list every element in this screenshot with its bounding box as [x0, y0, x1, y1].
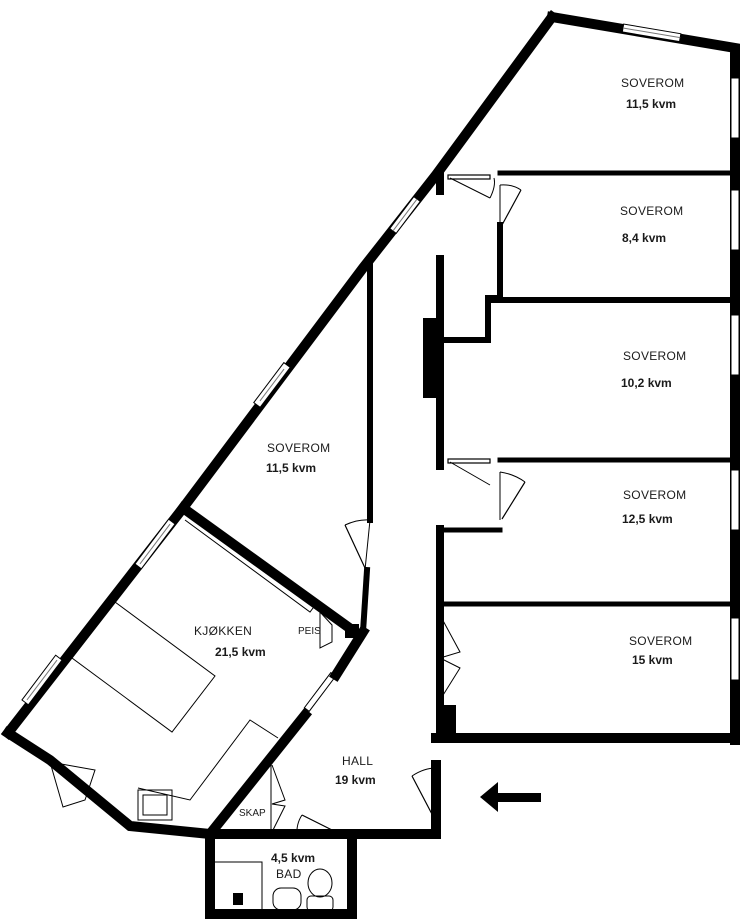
room-name: KJØKKEN	[194, 624, 253, 638]
room-area: 8,4 kvm	[622, 231, 667, 245]
room-area: 15 kvm	[632, 653, 673, 667]
room-name: BAD	[276, 867, 302, 881]
room-name: SOVEROM	[629, 634, 693, 648]
inner-walls	[176, 170, 738, 842]
room-name: HALL	[342, 754, 374, 768]
room-name: SOVEROM	[623, 488, 687, 502]
fixtures	[71, 519, 334, 912]
room-area: 11,5 kvm	[626, 97, 677, 111]
windows	[21, 23, 740, 713]
room-name: SOVEROM	[621, 76, 685, 90]
room-name: SOVEROM	[623, 349, 687, 363]
room-name: SOVEROM	[267, 441, 331, 455]
room-area: 4,5 kvm	[271, 851, 316, 865]
room-area: 11,5 kvm	[266, 461, 317, 475]
skap-label: SKAP	[239, 808, 266, 819]
room-area: 12,5 kvm	[622, 512, 673, 526]
entrance-arrow-icon	[480, 782, 541, 812]
room-area: 19 kvm	[335, 773, 376, 787]
room-name: SOVEROM	[620, 204, 684, 218]
room-area: 21,5 kvm	[215, 645, 266, 659]
room-area: 10,2 kvm	[621, 376, 672, 390]
peis-label: PEIS	[298, 626, 321, 637]
doors	[49, 174, 526, 837]
